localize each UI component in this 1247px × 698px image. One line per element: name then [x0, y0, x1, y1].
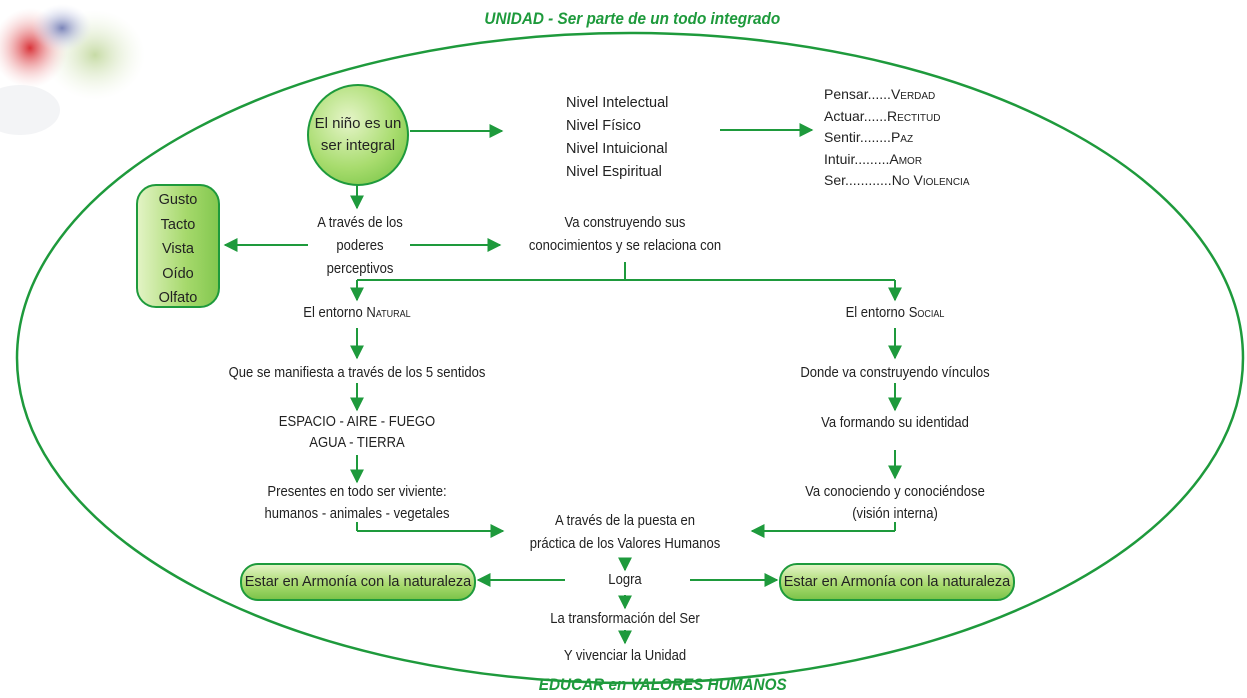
unity-text: Y vivenciar la Unidad	[563, 648, 687, 664]
natural-environment: El entorno Natural	[303, 305, 411, 321]
unity-ellipse	[15, 31, 1245, 685]
sense-item: Tacto	[160, 216, 196, 233]
social-environment: El entorno Social	[845, 305, 945, 321]
values-list: Pensar......Verdad Actuar......Rectitud …	[824, 84, 970, 192]
center-line-1: El niño es un	[314, 115, 402, 132]
child-integral-circle: El niño es un ser integral	[307, 84, 409, 186]
achieves-text: Logra	[608, 572, 642, 588]
level-item: Nivel Intuicional	[566, 141, 668, 157]
senses-box: Gusto Tacto Vista Oído Olfato	[136, 184, 220, 308]
sense-item: Gusto	[158, 192, 198, 208]
manifests-text: Que se manifiesta a través de los 5 sent…	[228, 365, 486, 381]
title-top: UNIDAD - Ser parte de un todo integrado	[484, 9, 781, 28]
value-row: Pensar......Verdad	[824, 86, 936, 102]
corner-decoration-image	[0, 4, 145, 135]
value-row: Intuir.........Amor	[824, 150, 923, 167]
transformation-text: La transformación del Ser	[550, 611, 700, 627]
connector-arrows	[223, 123, 902, 645]
value-row: Actuar......Rectitud	[824, 107, 941, 124]
sense-item: Vista	[162, 241, 194, 257]
center-line-2: ser integral	[320, 137, 396, 154]
harmony-left-pill: Estar en Armonía con la naturaleza	[240, 563, 476, 601]
level-item: Nivel Intelectual	[566, 95, 669, 111]
value-row: Sentir........Paz	[824, 129, 914, 145]
level-item: Nivel Físico	[566, 118, 641, 134]
living-beings-text: Presentes en todo ser viviente:humanos -…	[264, 484, 450, 522]
title-bottom: EDUCAR en VALORES HUMANOS	[538, 675, 787, 694]
sense-item: Olfato	[158, 290, 198, 306]
value-row: Ser............No Violencia	[824, 172, 970, 188]
bonds-text: Donde va construyendo vínculos	[800, 365, 990, 381]
levels-list: Nivel Intelectual Nivel Físico Nivel Int…	[566, 92, 668, 184]
identity-text: Va formando su identidad	[821, 415, 969, 431]
harmony-right-pill: Estar en Armonía con la naturaleza	[779, 563, 1015, 601]
sense-item: Oído	[162, 265, 194, 282]
self-knowledge-text: Va conociendo y conociéndose(visión inte…	[805, 484, 985, 522]
level-item: Nivel Espiritual	[566, 164, 662, 180]
